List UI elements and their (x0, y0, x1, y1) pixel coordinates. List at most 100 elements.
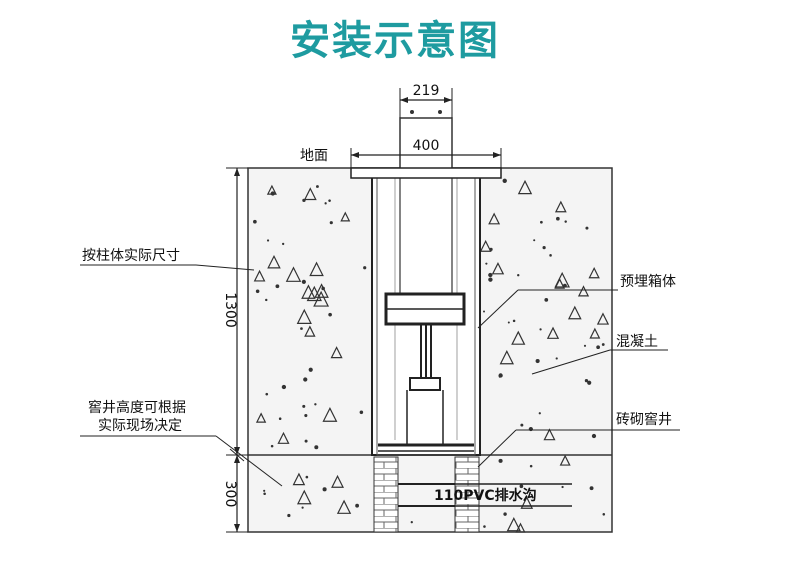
aggregate-stone (511, 330, 526, 345)
aggregate-dot (255, 289, 260, 294)
aggregate-dot (328, 199, 331, 202)
aggregate-dot (278, 417, 282, 420)
drain-pipe (398, 483, 572, 507)
dimension-top-width: 219 (399, 83, 453, 118)
dimension-label-219: 219 (413, 83, 440, 99)
aggregate-dot (507, 321, 510, 324)
aggregate-stone (491, 262, 505, 275)
aggregate-dot (266, 239, 270, 242)
aggregate-dot (302, 404, 306, 408)
aggregate-stone (567, 305, 582, 320)
aggregate-dot (305, 475, 309, 479)
well-height-label-line1: 窖井高度可根据 (88, 399, 186, 416)
leader-concrete: 混凝土 (531, 334, 668, 375)
well-height-label-line2: 实际现场决定 (98, 418, 182, 434)
aggregate-dot (488, 272, 493, 278)
aggregate-stone (292, 472, 306, 486)
aggregate-dot (300, 327, 303, 330)
aggregate-dot (489, 247, 493, 251)
aggregate-dot (583, 344, 587, 347)
aggregate-dot (502, 178, 507, 183)
aggregate-dot (520, 423, 524, 427)
aggregate-stone (314, 283, 329, 298)
aggregate-stone (253, 269, 266, 282)
aggregate-stone (520, 496, 534, 509)
aggregate-dot (281, 384, 287, 390)
aggregate-dot (314, 445, 319, 450)
aggregate-stone (479, 239, 492, 252)
aggregate-stone (543, 428, 556, 441)
aggregate-dot (503, 512, 507, 516)
aggregate-stone (589, 327, 601, 339)
aggregate-dot (316, 185, 319, 188)
aggregate-dot (328, 312, 332, 317)
drain-pipe-label: 110PVC排水沟 (434, 487, 537, 504)
aggregate-stone (588, 266, 600, 279)
aggregate-stone (506, 517, 521, 532)
aggregate-dot (275, 284, 280, 289)
dimension-depth: 1300 300 (222, 167, 248, 533)
aggregate-stone (296, 308, 312, 324)
aggregate-dot (253, 219, 257, 224)
concrete-aggregate (253, 178, 610, 533)
aggregate-dot (301, 506, 304, 509)
aggregate-stone (296, 489, 312, 505)
aggregate-dot (549, 254, 552, 257)
aggregate-dot (519, 484, 524, 489)
aggregate-dot (498, 373, 503, 378)
aggregate-dot (584, 379, 589, 383)
aggregate-dot (263, 489, 266, 492)
aggregate-stone (554, 271, 570, 288)
aggregate-dot (282, 242, 285, 246)
aggregate-dot (602, 513, 606, 516)
aggregate-dot (540, 220, 543, 224)
aggregate-dot (542, 246, 546, 250)
dimension-label-1300: 1300 (222, 292, 238, 328)
aggregate-dot (596, 345, 600, 350)
embedded-box-label: 预埋箱体 (620, 274, 676, 290)
aggregate-stone (304, 325, 316, 337)
aggregate-stone (330, 346, 343, 359)
aggregate-dot (585, 226, 589, 230)
aggregate-dot (587, 380, 592, 385)
aggregate-dot (589, 486, 594, 491)
aggregate-stone (577, 285, 590, 297)
aggregate-stone (331, 474, 344, 488)
aggregate-dot (314, 403, 317, 406)
brick-well (373, 456, 480, 533)
aggregate-dot (359, 410, 364, 415)
aggregate-stone (322, 406, 338, 422)
aggregate-dot (539, 328, 542, 331)
aggregate-dot (555, 357, 558, 360)
aggregate-dot (321, 286, 325, 291)
brick-well-label: 砖砌窖井 (616, 411, 672, 428)
aggregate-stone (306, 285, 322, 302)
dimension-plate-width: 400 (350, 138, 502, 168)
aggregate-stone (266, 184, 277, 195)
aggregate-stone (340, 211, 351, 222)
aggregate-dot (304, 439, 308, 443)
aggregate-dot (538, 412, 541, 415)
aggregate-dot (535, 358, 540, 364)
aggregate-dot (265, 298, 268, 302)
aggregate-stone (515, 522, 526, 533)
bollard-post (394, 110, 458, 440)
aggregate-stone (517, 179, 533, 195)
aggregate-stone (285, 266, 302, 282)
aggregate-dot (561, 485, 564, 489)
aggregate-dot (410, 521, 413, 524)
aggregate-dot (483, 525, 486, 528)
aggregate-stone (267, 254, 281, 269)
lift-mechanism (378, 292, 474, 452)
aggregate-stone (488, 212, 501, 225)
aggregate-dot (485, 262, 488, 265)
aggregate-stone (554, 200, 567, 213)
leader-well-height: 窖井高度可根据 实际现场决定 (80, 399, 283, 487)
post-size-label: 按柱体实际尺寸 (82, 248, 180, 264)
aggregate-dot (512, 319, 516, 323)
top-plate (350, 167, 502, 179)
leader-brick-well: 砖砌窖井 (477, 411, 680, 468)
aggregate-dot (302, 198, 306, 203)
aggregate-dot (601, 343, 605, 346)
